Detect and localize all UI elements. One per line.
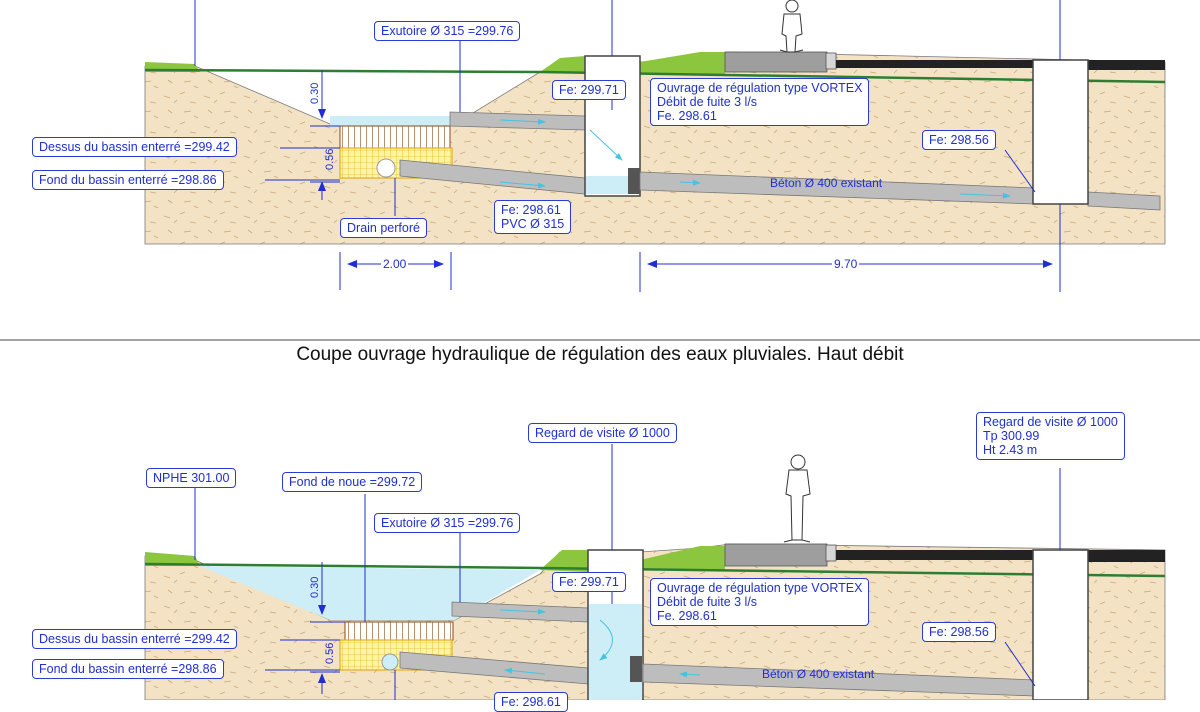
bottom-road xyxy=(836,550,1035,560)
bottom-vortex-line-1: Ouvrage de régulation type VORTEX xyxy=(657,581,863,595)
top-road-right xyxy=(1088,60,1165,70)
bottom-regard-center-label: Regard de visite Ø 1000 xyxy=(528,423,677,443)
top-fe-pvc-line-1: Fe: 298.61 xyxy=(501,203,561,217)
bottom-grass-mid xyxy=(640,546,725,570)
bottom-regard-right-label: Regard de visite Ø 1000 Tp 300.99 Ht 2.4… xyxy=(976,412,1125,460)
bottom-pavement xyxy=(724,543,828,567)
bottom-vortex-line-3: Fe. 298.61 xyxy=(657,609,717,623)
top-vortex-line-2: Débit de fuite 3 l/s xyxy=(657,95,758,109)
section-title: Coupe ouvrage hydraulique de régulation … xyxy=(296,344,904,365)
top-vortex-label: Ouvrage de régulation type VORTEX Débit … xyxy=(650,78,870,126)
bottom-terrain-line xyxy=(144,562,1166,578)
top-fond-label: Fond du bassin enterré =298.86 xyxy=(32,170,224,190)
top-basin-cover xyxy=(339,125,451,149)
top-grass-mid xyxy=(640,52,725,74)
top-vortex-unit xyxy=(628,168,640,194)
bottom-nphe-label: NPHE 301.00 xyxy=(146,468,237,488)
top-vortex-line-3: Fe. 298.61 xyxy=(657,109,717,123)
bottom-exutoire-label: Exutoire Ø 315 =299.76 xyxy=(374,513,521,533)
bottom-basin-cover xyxy=(344,621,454,641)
top-dim-056: 0.56 xyxy=(324,148,336,170)
top-drain-label: Drain perforé xyxy=(340,218,427,238)
bottom-regard-right-line-1: Regard de visite Ø 1000 xyxy=(983,415,1118,429)
bottom-regard-right-line-2: Tp 300.99 xyxy=(983,429,1040,443)
bottom-dessus-label: Dessus du bassin enterré =299.42 xyxy=(32,629,237,649)
top-person-figure xyxy=(779,0,804,53)
bottom-fond-label: Fond du bassin enterré =298.86 xyxy=(32,659,224,679)
top-beton-label: Béton Ø 400 existant xyxy=(770,176,883,190)
bottom-regard-right-line-3: Ht 2.43 m xyxy=(983,443,1038,457)
top-curb xyxy=(825,52,837,70)
bottom-fond-noue-label: Fond de noue =299.72 xyxy=(282,472,423,492)
top-water xyxy=(330,116,452,127)
top-grass-right xyxy=(540,56,585,74)
top-pavement xyxy=(724,51,828,73)
bottom-dim-056: 0.56 xyxy=(324,642,336,664)
bottom-beton-label: Béton Ø 400 existant xyxy=(762,667,875,681)
bottom-person-figure xyxy=(783,454,811,543)
top-vortex-line-1: Ouvrage de régulation type VORTEX xyxy=(657,81,863,95)
bottom-vortex-line-2: Débit de fuite 3 l/s xyxy=(657,595,758,609)
top-terrain-line xyxy=(144,68,1166,84)
bottom-dim-030: 0.30 xyxy=(309,576,321,598)
bottom-fe-partial-label: Fe: 298.61 xyxy=(494,692,568,712)
top-regard-right xyxy=(1032,59,1089,205)
bottom-grass-left xyxy=(145,552,200,566)
top-fe-regard-label: Fe: 299.71 xyxy=(552,80,626,100)
top-dim-970: 9.70 xyxy=(832,257,860,271)
top-dessus-label: Dessus du bassin enterré =299.42 xyxy=(32,137,237,157)
top-road xyxy=(836,60,1035,68)
bottom-regard-right xyxy=(1032,549,1089,700)
top-section xyxy=(144,0,1166,292)
top-exutoire-label: Exutoire Ø 315 =299.76 xyxy=(374,21,521,41)
bottom-fe-right-label: Fe: 298.56 xyxy=(922,622,996,642)
top-drain xyxy=(376,158,396,178)
top-fe-right-label: Fe: 298.56 xyxy=(922,130,996,150)
bottom-fe-regard-label: Fe: 299.71 xyxy=(552,572,626,592)
top-dim-200: 2.00 xyxy=(381,257,409,271)
top-fe-pvc-line-2: PVC Ø 315 xyxy=(501,217,565,231)
bottom-vortex-label: Ouvrage de régulation type VORTEX Débit … xyxy=(650,578,870,626)
top-dim-030: 0.30 xyxy=(309,82,321,104)
top-fe-pvc-label: Fe: 298.61 PVC Ø 315 xyxy=(494,200,572,234)
bottom-grass-right xyxy=(540,550,588,572)
